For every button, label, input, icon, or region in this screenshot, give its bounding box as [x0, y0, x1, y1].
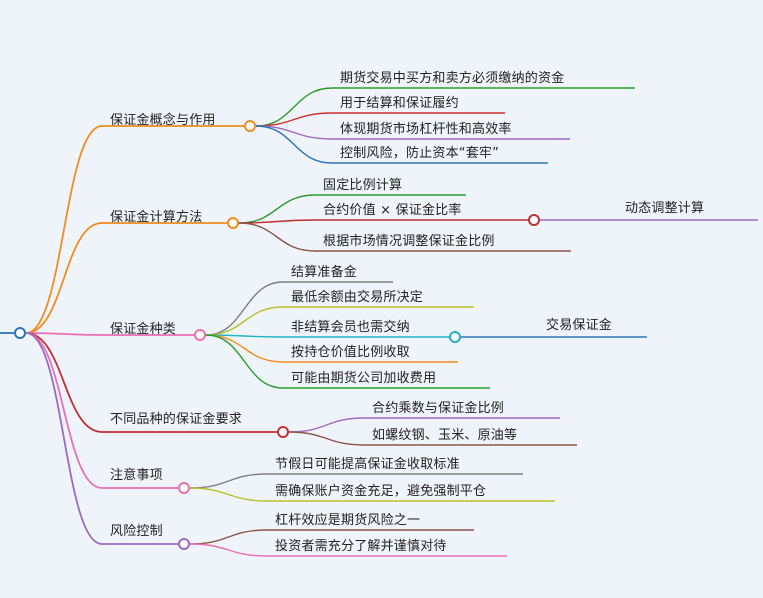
branch-label-4[interactable]: 注意事项: [110, 468, 163, 483]
child-line-3-1: [288, 431, 577, 446]
child-label-2-3[interactable]: 按持仓价值比例收取: [291, 345, 410, 360]
branch-line-4: [25, 332, 178, 489]
child-line-5-0: [189, 529, 474, 545]
branch-node-0[interactable]: [244, 120, 256, 132]
child-line-2-0: [205, 281, 393, 336]
child-line-1-2: [238, 222, 571, 252]
child-line-5-1: [189, 543, 507, 557]
child-label-2-2[interactable]: 非结算会员也需交纳: [291, 320, 410, 335]
branch-label-5[interactable]: 风险控制: [110, 524, 163, 539]
child-line-2-4: [205, 334, 490, 389]
child-label-1-0[interactable]: 固定比例计算: [323, 178, 403, 193]
branch-node-1[interactable]: [227, 217, 239, 229]
child-line-1-1: [238, 219, 534, 224]
child-line-1-0: [238, 194, 466, 224]
branch-label-1[interactable]: 保证金计算方法: [110, 210, 203, 225]
child-label-0-0[interactable]: 期货交易中买方和卖方必须缴纳的资金: [340, 71, 565, 86]
sub-label-1-1[interactable]: 动态调整计算: [625, 201, 705, 216]
child-line-0-3: [255, 125, 548, 164]
child-line-0-0: [255, 87, 635, 127]
child-line-4-0: [189, 473, 523, 489]
child-line-0-2: [255, 125, 570, 140]
branch-line-3: [25, 332, 277, 433]
child-label-2-4[interactable]: 可能由期货公司加收费用: [291, 371, 437, 386]
child-label-2-1[interactable]: 最低余额由交易所决定: [291, 290, 424, 305]
child-label-5-1[interactable]: 投资者需充分了解并谨慎对待: [275, 539, 447, 554]
branch-node-3[interactable]: [277, 426, 289, 438]
child-line-4-1: [189, 487, 555, 502]
branch-node-2[interactable]: [194, 329, 206, 341]
branch-node-5[interactable]: [178, 538, 190, 550]
child-label-3-0[interactable]: 合约乘数与保证金比例: [372, 401, 505, 416]
branch-label-3[interactable]: 不同品种的保证金要求: [110, 412, 243, 427]
child-label-5-0[interactable]: 杠杆效应是期货风险之一: [275, 513, 421, 528]
child-node-2-2[interactable]: [449, 331, 461, 343]
sub-label-2-2[interactable]: 交易保证金: [546, 318, 613, 333]
child-label-3-1[interactable]: 如螺纹钢、玉米、原油等: [372, 428, 518, 443]
root-node[interactable]: [14, 327, 26, 339]
branch-line-0: [25, 125, 244, 334]
branch-label-0[interactable]: 保证金概念与作用: [110, 113, 216, 128]
branch-line-2: [25, 332, 194, 336]
child-line-2-3: [205, 334, 458, 363]
child-label-0-1[interactable]: 用于结算和保证履约: [340, 96, 459, 111]
connector-lines: [0, 87, 758, 557]
child-label-4-1[interactable]: 需确保账户资金充足，避免强制平仓: [275, 484, 487, 499]
child-node-1-1[interactable]: [528, 214, 540, 226]
branch-line-5: [25, 332, 178, 545]
child-line-0-1: [255, 112, 505, 127]
child-line-3-0: [288, 417, 560, 433]
child-label-4-0[interactable]: 节假日可能提高保证金收取标准: [275, 457, 460, 472]
branch-node-4[interactable]: [178, 482, 190, 494]
child-label-0-3[interactable]: 控制风险，防止资本“套牢”: [340, 146, 500, 161]
child-label-1-2[interactable]: 根据市场情况调整保证金比例: [323, 234, 495, 249]
child-label-1-1[interactable]: 合约价值 × 保证金比率: [323, 203, 462, 218]
branch-label-2[interactable]: 保证金种类: [110, 322, 177, 337]
child-label-0-2[interactable]: 体现期货市场杠杆性和高效率: [340, 122, 512, 137]
child-label-2-0[interactable]: 结算准备金: [291, 265, 358, 280]
child-line-2-1: [205, 306, 474, 336]
child-line-2-2: [205, 334, 455, 338]
branch-line-1: [25, 222, 227, 334]
